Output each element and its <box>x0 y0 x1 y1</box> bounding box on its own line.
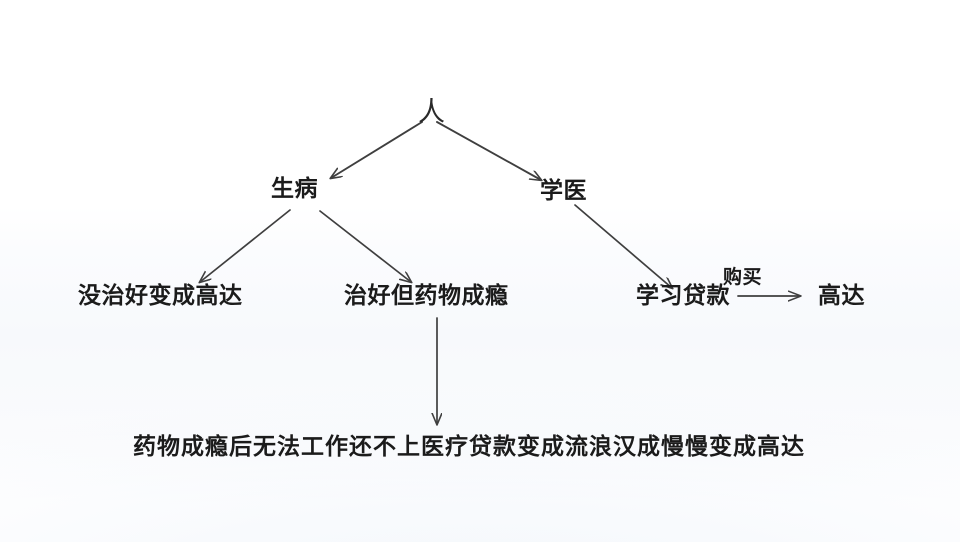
edge-person-to-sick <box>331 121 423 178</box>
edge-sick-to-not-cured <box>200 209 291 282</box>
edge-person-to-study-medicine <box>436 121 541 180</box>
node-summary-outcome: 药物成瘾后无法工作还不上医疗贷款变成流浪汉成慢慢变成高达 <box>133 434 805 460</box>
edge-label-purchase: 购买 <box>723 266 763 288</box>
node-not-cured-becomes-gundam: 没治好变成高达 <box>78 283 243 309</box>
node-study-medicine: 学医 <box>540 178 587 204</box>
node-gundam: 高达 <box>818 283 865 309</box>
node-study-loan: 学习贷款 <box>636 283 730 309</box>
node-person: 人 <box>418 97 446 128</box>
node-cured-but-drug-addicted: 治好但药物成瘾 <box>344 283 509 309</box>
edge-study-medicine-to-loan <box>574 204 672 288</box>
node-get-sick: 生病 <box>271 176 318 202</box>
edge-sick-to-cured-addicted <box>319 210 411 282</box>
